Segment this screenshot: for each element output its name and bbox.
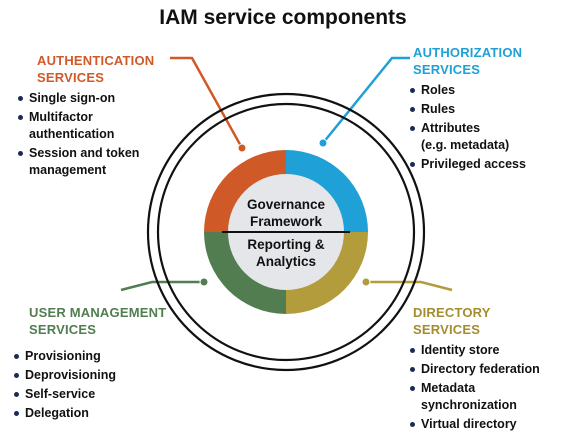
list-item: Privileged access bbox=[410, 156, 560, 173]
directory-title: DIRECTORY SERVICES bbox=[413, 304, 491, 338]
outer-ring bbox=[146, 92, 426, 372]
authorization-list: Roles Rules Attributes(e.g. metadata) Pr… bbox=[410, 82, 560, 175]
user-management-title: USER MANAGEMENT SERVICES bbox=[29, 304, 166, 338]
reporting-line2: Analytics bbox=[255, 254, 317, 269]
list-item: Roles bbox=[410, 82, 560, 99]
list-item: Virtual directory bbox=[410, 416, 564, 433]
user-management-title-line1: USER MANAGEMENT bbox=[29, 305, 167, 320]
authorization-title: AUTHORIZATION SERVICES bbox=[413, 44, 522, 78]
directory-connector bbox=[366, 280, 453, 292]
user-management-list: Provisioning Deprovisioning Self-service… bbox=[14, 348, 174, 424]
list-item: Directory federation bbox=[410, 361, 564, 378]
governance-line1: Governance bbox=[246, 197, 326, 212]
list-item: Single sign-on bbox=[18, 90, 188, 107]
governance-line2: Framework bbox=[249, 214, 323, 229]
list-item: Provisioning bbox=[14, 348, 174, 365]
authentication-title-line1: AUTHENTICATION bbox=[37, 53, 155, 68]
inner-ring bbox=[156, 102, 416, 362]
directory-title-line2: SERVICES bbox=[413, 322, 481, 337]
user-management-connector bbox=[120, 280, 204, 292]
directory-dot bbox=[361, 277, 371, 287]
diagram-title: IAM service components bbox=[159, 6, 407, 29]
list-item: Identity store bbox=[410, 342, 564, 359]
user-management-title-line2: SERVICES bbox=[29, 322, 97, 337]
reporting-line1: Reporting & bbox=[247, 237, 325, 252]
list-item: Attributes(e.g. metadata) bbox=[410, 120, 560, 154]
user-management-dot bbox=[199, 277, 209, 287]
authorization-dot bbox=[318, 138, 328, 148]
reporting-label: Reporting & Analytics bbox=[231, 236, 341, 270]
list-item: Deprovisioning bbox=[14, 367, 174, 384]
list-item: Delegation bbox=[14, 405, 174, 422]
authorization-connector bbox=[322, 56, 410, 144]
governance-label: Governance Framework bbox=[231, 196, 341, 230]
authentication-title-line2: SERVICES bbox=[37, 70, 105, 85]
authorization-title-line2: SERVICES bbox=[413, 62, 481, 77]
list-item: Self-service bbox=[14, 386, 174, 403]
directory-list: Identity store Directory federation Meta… bbox=[410, 342, 564, 435]
directory-title-line1: DIRECTORY bbox=[413, 305, 491, 320]
authentication-connector bbox=[170, 56, 244, 149]
list-item: Rules bbox=[410, 101, 560, 118]
authentication-title: AUTHENTICATION SERVICES bbox=[37, 52, 154, 86]
authorization-title-line1: AUTHORIZATION bbox=[413, 45, 523, 60]
authentication-dot bbox=[237, 143, 247, 153]
